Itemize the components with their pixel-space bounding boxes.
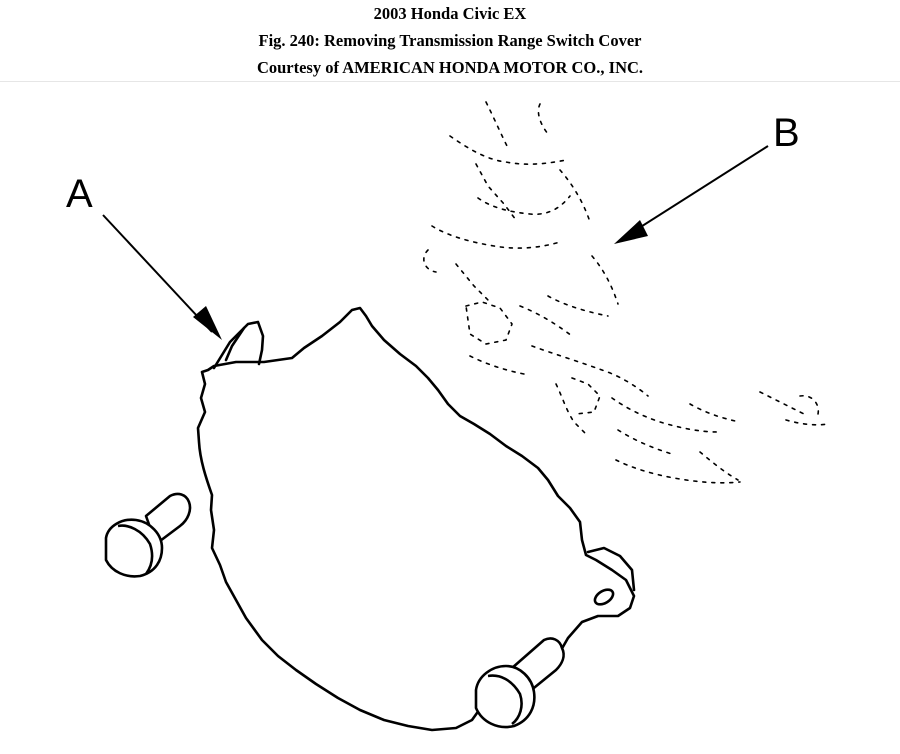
bolt-bottom bbox=[474, 637, 565, 729]
callout-label-a: A bbox=[66, 172, 93, 216]
callout-arrow-a bbox=[102, 214, 222, 340]
callout-label-b: B bbox=[773, 111, 800, 155]
diagram-svg: A B bbox=[66, 101, 829, 732]
faint-component-outline bbox=[423, 101, 829, 484]
vehicle-title: 2003 Honda Civic EX bbox=[373, 4, 527, 23]
figure-caption: Fig. 240: Removing Transmission Range Sw… bbox=[258, 31, 642, 50]
bolt-left bbox=[104, 492, 192, 578]
courtesy-line: Courtesy of AMERICAN HONDA MOTOR CO., IN… bbox=[256, 58, 644, 77]
page-header: 2003 Honda Civic EX Fig. 240: Removing T… bbox=[0, 0, 900, 82]
callout-arrow-b bbox=[614, 145, 769, 244]
switch-cover bbox=[196, 306, 636, 732]
diagram-figure: A B bbox=[0, 82, 900, 754]
